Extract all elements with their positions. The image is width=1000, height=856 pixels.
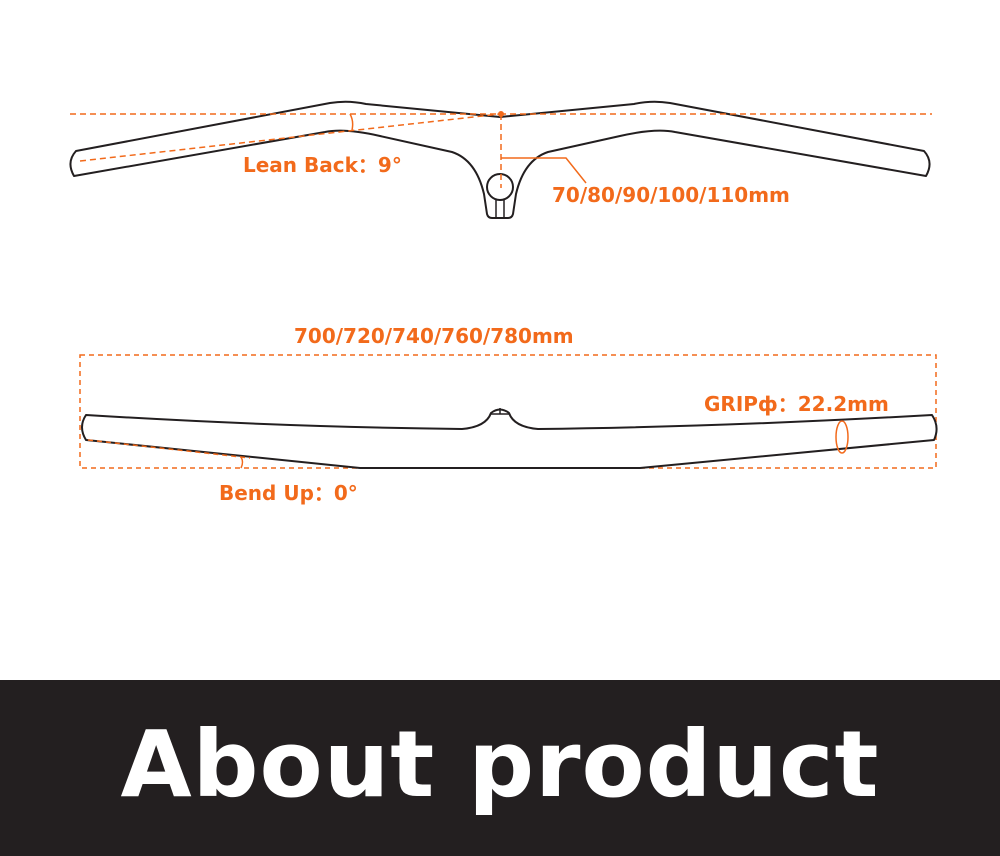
banner-title: About product: [120, 711, 880, 818]
top-view: Lean Back：9° 70/80/90/100/110mm: [69, 100, 932, 219]
stem-length-label: 70/80/90/100/110mm: [552, 183, 790, 207]
width-label: 700/720/740/760/780mm: [294, 324, 574, 348]
stem-length-leader: [501, 157, 587, 184]
front-view: 700/720/740/760/780mm GRIPф：22.2mm Bend …: [79, 324, 938, 505]
grip-diameter-label: GRIPф：22.2mm: [704, 392, 889, 416]
bend-up-label: Bend Up：0°: [219, 481, 358, 505]
grip-diameter-marker: [835, 420, 849, 454]
front-view-handlebar-outline: [81, 408, 938, 469]
bend-up-angle-arc: [240, 456, 244, 469]
handlebar-dimension-diagram: Lean Back：9° 70/80/90/100/110mm 700/720/…: [69, 100, 938, 505]
top-view-handlebar-outline: [69, 100, 931, 219]
lean-back-angle-line: [79, 113, 501, 162]
bend-up-angle-line: [87, 439, 251, 459]
about-product-banner: About product: [0, 680, 1000, 856]
lean-back-angle-arc: [349, 113, 354, 131]
stem-clamp-hole: [486, 173, 514, 201]
lean-back-label: Lean Back：9°: [243, 153, 402, 177]
